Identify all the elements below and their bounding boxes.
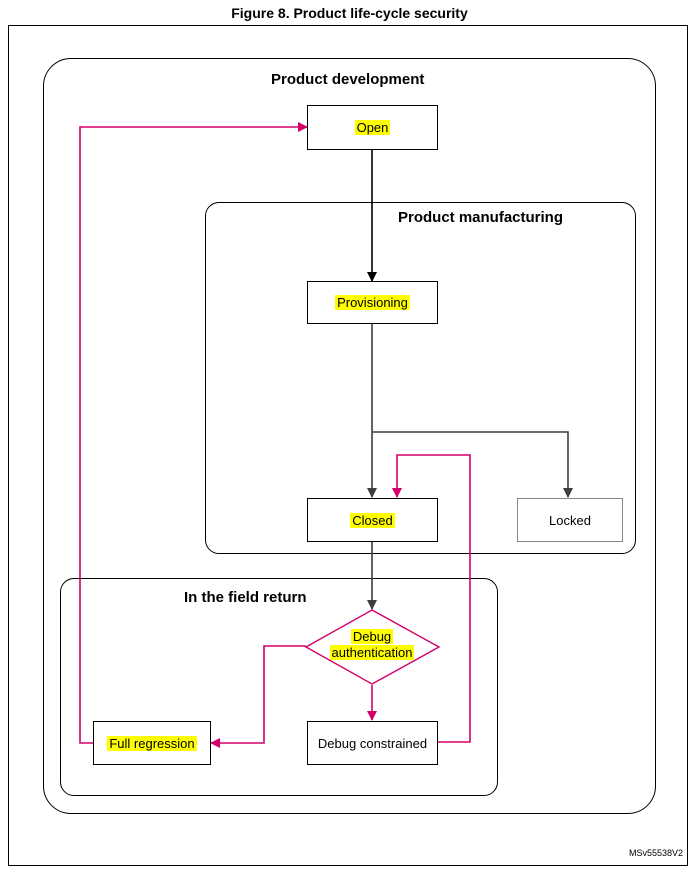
container-product-development (43, 58, 656, 814)
node-open-label: Open (354, 120, 391, 135)
container-product-manufacturing (205, 202, 636, 554)
debug-authentication-line1: Debug (350, 629, 394, 644)
node-open: Open (307, 105, 438, 150)
figure-reference-code: MSv55538V2 (628, 848, 683, 858)
figure-title: Figure 8. Product life-cycle security (231, 5, 468, 21)
node-provisioning: Provisioning (307, 281, 438, 324)
node-debug-constrained-label: Debug constrained (317, 735, 428, 751)
node-debug-authentication-label: Debug authentication (318, 629, 426, 661)
node-provisioning-label: Provisioning (335, 295, 410, 310)
arrow-split-to-locked (372, 431, 573, 498)
container-title-manufacturing: Product manufacturing (398, 209, 564, 226)
node-debug-constrained: Debug constrained (307, 721, 438, 765)
container-title-development: Product development (271, 71, 425, 88)
node-closed: Closed (307, 498, 438, 542)
node-full-regression-label: Full regression (107, 735, 197, 751)
arrow-debug-authentication-to-full-regression (210, 645, 306, 748)
node-closed-label: Closed (350, 512, 395, 528)
container-title-field-return: In the field return (184, 589, 307, 606)
arrow-full-regression-to-open (79, 122, 308, 744)
node-full-regression: Full regression (93, 721, 211, 765)
node-locked: Locked (517, 498, 623, 542)
figure-frame (8, 25, 688, 866)
debug-authentication-line2: authentication (329, 645, 415, 660)
node-locked-label: Locked (549, 512, 591, 528)
arrow-debug-constrained-to-closed (392, 454, 471, 743)
container-field-return (60, 578, 498, 796)
